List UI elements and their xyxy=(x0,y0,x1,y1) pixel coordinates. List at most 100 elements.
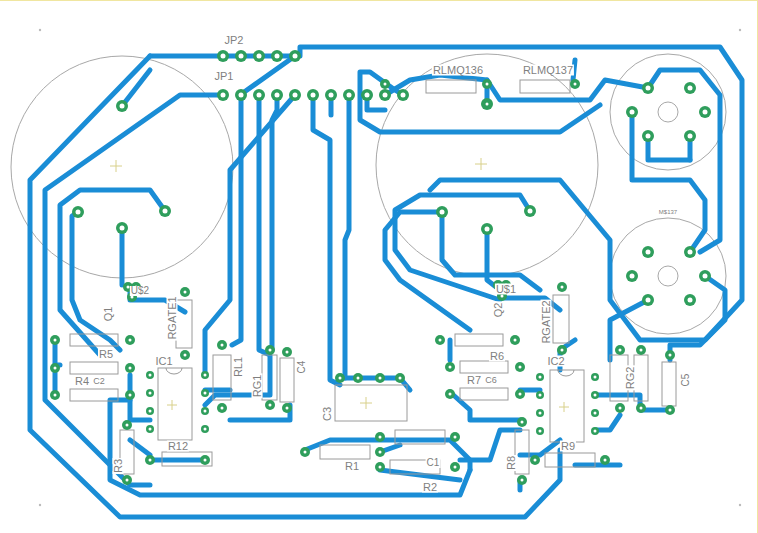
pad xyxy=(265,345,275,355)
pad-hole xyxy=(439,339,442,342)
pad-hole xyxy=(561,349,564,352)
pad xyxy=(325,89,337,101)
pad-hole xyxy=(619,407,622,410)
pad xyxy=(125,363,135,373)
pad xyxy=(72,206,84,218)
pad xyxy=(271,89,283,101)
pad-hole xyxy=(688,134,693,139)
part-label: RG1 xyxy=(252,374,263,399)
pad-hole xyxy=(528,209,533,214)
pad xyxy=(591,409,599,417)
part-label: C1 xyxy=(426,458,441,468)
pad xyxy=(116,222,128,234)
pad-hole xyxy=(521,421,524,424)
pad xyxy=(436,206,448,218)
pad xyxy=(289,89,301,101)
pad xyxy=(445,389,455,399)
pad-hole xyxy=(129,367,132,370)
pad xyxy=(684,294,696,306)
pad xyxy=(481,223,493,235)
pad-hole xyxy=(149,374,152,377)
pad xyxy=(450,462,460,472)
pad-hole xyxy=(454,466,457,469)
pad xyxy=(201,389,209,397)
pad-hole xyxy=(539,394,542,397)
pad xyxy=(307,89,319,101)
pad-hole xyxy=(184,354,187,357)
part-label: IC1 xyxy=(154,356,173,367)
pad-hole xyxy=(703,274,708,279)
pad-hole xyxy=(619,349,622,352)
part-label: C2 xyxy=(92,377,106,386)
pad-hole xyxy=(501,295,504,298)
pad-hole xyxy=(293,54,298,59)
pad-hole xyxy=(539,412,542,415)
pad xyxy=(235,89,247,101)
part-label: C6 xyxy=(484,376,498,385)
pad xyxy=(146,425,154,433)
pad-hole xyxy=(449,366,452,369)
pad xyxy=(265,400,275,410)
pad-hole xyxy=(221,93,226,98)
pad-hole xyxy=(534,459,537,462)
part-label: R5 xyxy=(98,349,114,360)
pad xyxy=(510,335,520,345)
pad-hole xyxy=(54,367,57,370)
pad-hole xyxy=(379,377,382,380)
pad-hole xyxy=(486,83,489,86)
pad xyxy=(626,270,638,282)
pad-hole xyxy=(204,428,207,431)
part-label: U$2 xyxy=(130,286,150,296)
pad-hole xyxy=(669,354,672,357)
part-label: R4 xyxy=(74,376,90,387)
pad-hole xyxy=(646,250,651,255)
pad xyxy=(375,432,385,442)
part-label: JP1 xyxy=(214,71,235,82)
pad-hole xyxy=(126,479,129,482)
pad-hole xyxy=(204,410,207,413)
pad-hole xyxy=(286,407,289,410)
pad-hole xyxy=(594,412,597,415)
pad-hole xyxy=(54,394,57,397)
pad-hole xyxy=(149,459,152,462)
pad-hole xyxy=(688,86,693,91)
pad-hole xyxy=(269,404,272,407)
part-label: RG2 xyxy=(625,366,636,391)
part-label: R12 xyxy=(167,441,189,452)
pad-hole xyxy=(379,466,382,469)
pad xyxy=(235,50,247,62)
pad-hole xyxy=(384,83,387,86)
pad-hole xyxy=(239,54,244,59)
pad xyxy=(570,79,580,89)
part-label: M$137 xyxy=(658,209,678,215)
pad xyxy=(481,98,493,110)
pad-hole xyxy=(163,209,168,214)
part-label: R9 xyxy=(560,441,576,452)
pad xyxy=(557,282,567,292)
pad-hole xyxy=(519,393,522,396)
pad-hole xyxy=(286,351,289,354)
pad xyxy=(642,130,654,142)
pad xyxy=(125,335,135,345)
pad xyxy=(146,389,154,397)
pad xyxy=(699,106,711,118)
pad xyxy=(375,462,385,472)
pad xyxy=(515,362,525,372)
part-label: R1 xyxy=(344,461,360,472)
pad xyxy=(145,455,155,465)
pad xyxy=(395,373,405,383)
pad xyxy=(146,371,154,379)
pad xyxy=(517,475,527,485)
pad-array xyxy=(50,50,711,485)
pad xyxy=(615,403,625,413)
pad xyxy=(217,50,229,62)
pad-hole xyxy=(365,93,370,98)
pad xyxy=(445,362,455,372)
pad-hole xyxy=(646,298,651,303)
pad-hole xyxy=(54,339,57,342)
pad xyxy=(282,403,292,413)
pad xyxy=(665,350,675,360)
part-label: RGATE1 xyxy=(167,295,178,340)
pad xyxy=(180,287,190,297)
